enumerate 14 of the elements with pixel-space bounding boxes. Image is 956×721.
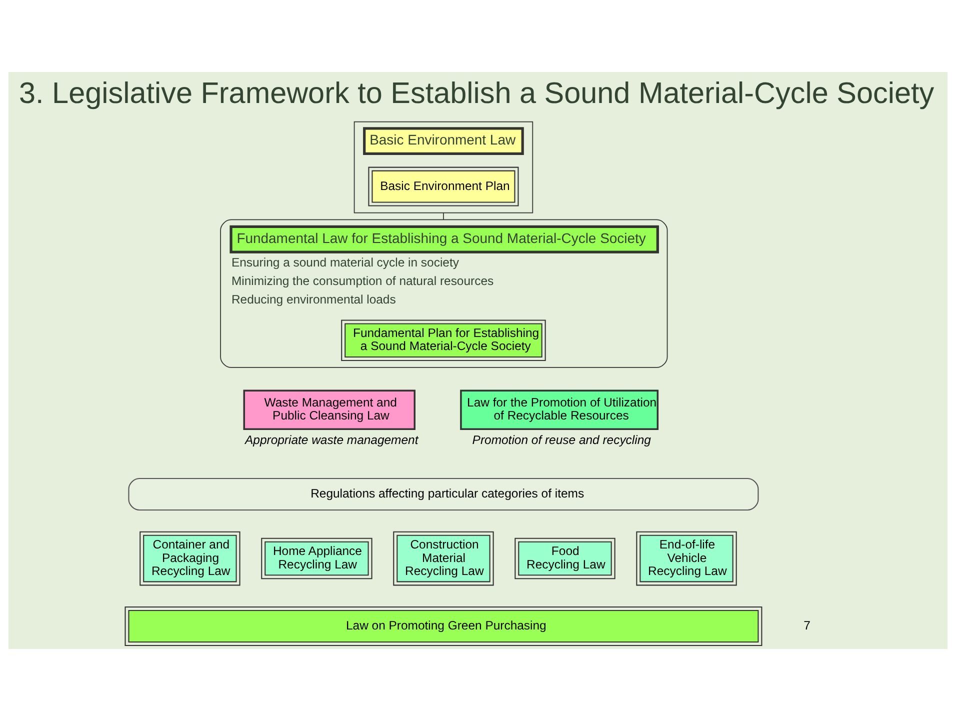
node-box: Regulations affecting particular categories of items (128, 478, 759, 511)
node-box: End-of-life Vehicle Recycling Law (636, 531, 737, 586)
connector (443, 212, 444, 220)
node-box: Law on Promoting Green Purchasing (124, 606, 762, 646)
diagram-title: 3. Legislative Framework to Establish a Sound Material-Cycle Society (19, 76, 934, 110)
label: 7 (804, 618, 810, 633)
node-label: Appropriate waste management (245, 433, 418, 448)
node-box: Food Recycling Law (514, 538, 616, 580)
node-box: Construction Material Recycling Law (393, 531, 494, 586)
node-box: Home Appliance Recycling Law (261, 538, 372, 580)
node-box: Fundamental Plan for Establishing a Sound Material-Cycle Society (341, 320, 546, 362)
node-label: Promotion of reuse and recycling (472, 433, 651, 448)
node-box: Basic Environment Plan (368, 166, 519, 206)
node-box: Container and Packaging Recycling Law (140, 531, 240, 586)
